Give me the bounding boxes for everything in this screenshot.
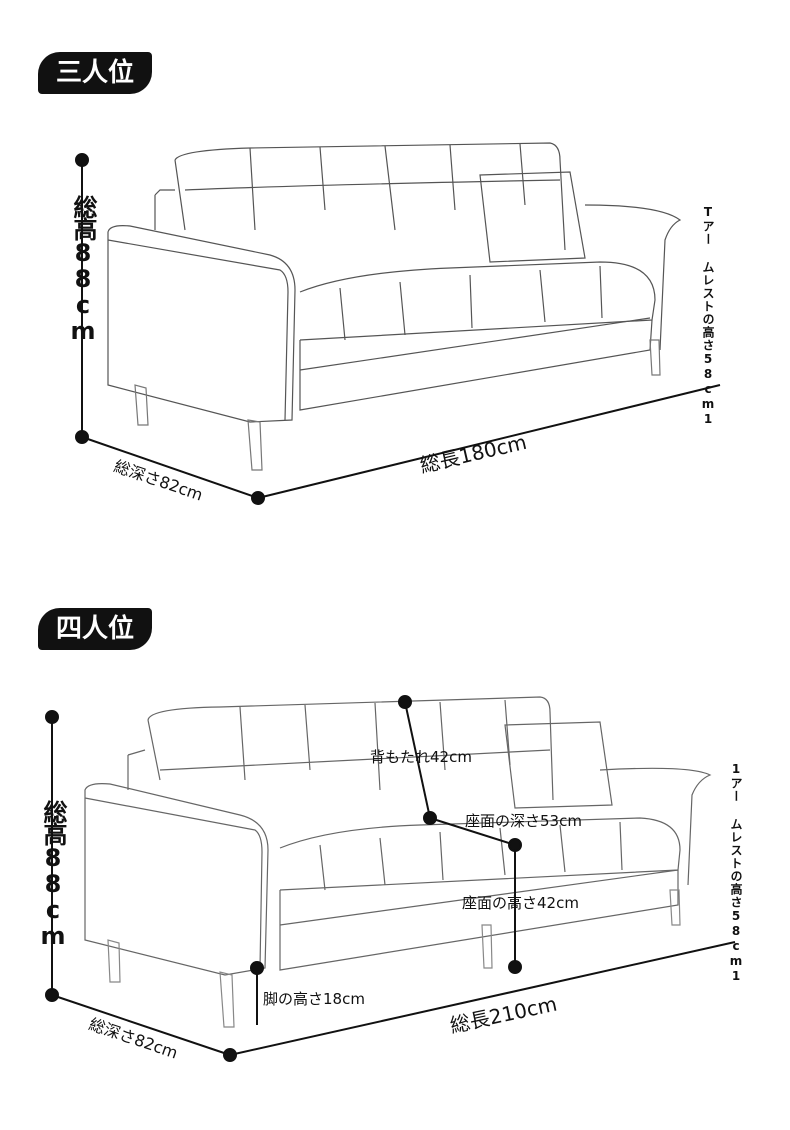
dimension-dot	[75, 430, 89, 444]
dimension-dot	[45, 988, 59, 1002]
dimension-dot	[423, 811, 437, 825]
four-seater-badge: 四人位	[38, 608, 153, 650]
leg-height-label: 脚の高さ18cm	[263, 990, 365, 1008]
seat-height-label: 座面の高さ42cm	[462, 894, 579, 912]
total-height-label: 総高88cm	[39, 800, 67, 948]
dimension-dot	[223, 1048, 237, 1062]
total-height-label: 総高88cm	[69, 195, 97, 343]
armrest-height-label: 1アー ムレストの高さ58cm1	[729, 762, 743, 984]
backrest-height-label: 背もたれ42cm	[370, 748, 472, 766]
dimension-dot	[45, 710, 59, 724]
dimension-dot	[508, 838, 522, 852]
three-seater-dimension-lines	[75, 153, 721, 505]
three-seater-badge: 三人位	[38, 52, 153, 94]
dimension-dot	[508, 960, 522, 974]
dimension-dot	[251, 491, 265, 505]
dimension-dot	[398, 695, 412, 709]
dimension-dot	[250, 961, 264, 975]
seat-depth-label: 座面の深さ53cm	[465, 812, 582, 830]
four-seater-dimension-lines	[45, 695, 736, 1062]
dimension-dot	[75, 153, 89, 167]
armrest-height-label: Tアー ムレストの高さ58cm1	[701, 205, 715, 427]
four-seater-sofa-drawing	[84, 696, 712, 1028]
three-seater-sofa-drawing	[107, 142, 682, 471]
